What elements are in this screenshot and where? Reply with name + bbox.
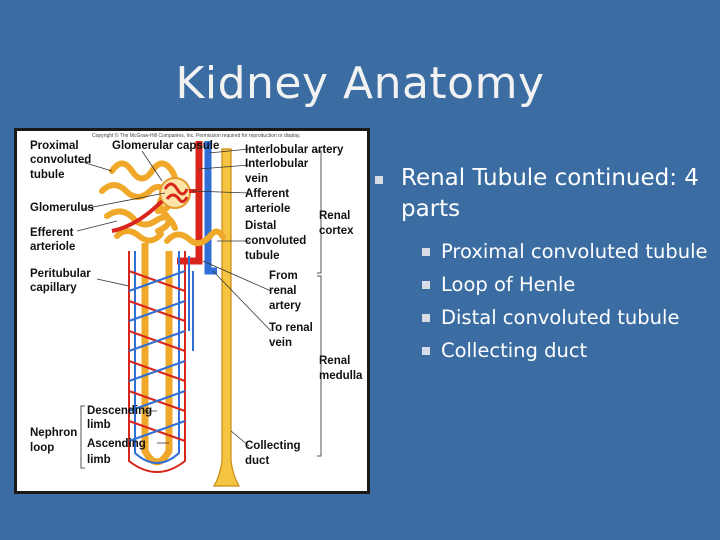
label-distal-3: tubule [245, 250, 280, 262]
diagram-canvas: Copyright © The McGraw-Hill Companies, I… [17, 131, 367, 491]
medulla-bracket [317, 275, 322, 457]
bullet-square-icon [422, 248, 430, 256]
label-descending-2: limb [87, 419, 111, 431]
label-peritubular-1: Peritubular [30, 268, 91, 280]
label-renal-cortex-1: Renal [319, 210, 350, 222]
sub-bullet-item: Collecting duct [373, 336, 713, 365]
label-afferent-2: arteriole [245, 203, 290, 215]
sub-bullet-item: Loop of Henle [373, 270, 713, 299]
label-to-renal-vein-2: vein [269, 337, 292, 349]
label-efferent-2: arteriole [30, 241, 75, 253]
nephron-illustration: Copyright © The McGraw-Hill Companies, I… [30, 132, 363, 487]
label-interlobular-vein-1: Interlobular [245, 158, 309, 170]
efferent-arteriole-shape [111, 199, 164, 233]
distal-convoluted-tubule-shape [164, 228, 226, 247]
collecting-duct-shape [212, 148, 241, 487]
sub-bullet-text: Distal convoluted tubule [441, 306, 680, 329]
sub-bullet-item: Proximal convoluted tubule [373, 237, 713, 266]
label-collecting-duct-1: Collecting [245, 440, 301, 452]
label-glomerular-capsule: Glomerular capsule [112, 140, 219, 152]
bullet-text: Renal Tubule continued: 4 parts [401, 165, 699, 222]
label-efferent-1: Efferent [30, 227, 74, 239]
nephron-loop-shape [141, 243, 173, 466]
sub-bullet-text: Collecting duct [441, 339, 588, 362]
label-from-renal-artery-2: renal [269, 285, 297, 297]
slide-title: Kidney Anatomy [175, 58, 545, 109]
leader-lines [76, 148, 272, 447]
label-distal-1: Distal [245, 220, 276, 232]
proximal-convoluted-tubule-shape [99, 160, 179, 244]
label-glomerulus: Glomerulus [30, 202, 94, 214]
bullet-item: Renal Tubule continued: 4 parts [373, 163, 713, 225]
glomerulus-shape [163, 182, 189, 204]
label-nephron-loop-1: Nephron [30, 427, 77, 439]
sub-bullet-text: Loop of Henle [441, 273, 576, 296]
peritubular-capillary-shape [128, 251, 194, 473]
label-to-renal-vein-1: To renal [269, 322, 313, 334]
label-ascending-1: Ascending [87, 438, 146, 450]
label-interlobular-vein-2: vein [245, 173, 268, 185]
label-distal-2: convoluted [245, 235, 306, 247]
label-renal-medulla-2: medulla [319, 370, 363, 382]
renal-vein-branch [204, 251, 217, 275]
label-ascending-2: limb [87, 454, 111, 466]
label-proximal-1: Proximal [30, 140, 79, 152]
sub-bullet-text: Proximal convoluted tubule [441, 240, 708, 263]
bullet-square-icon [422, 347, 430, 355]
label-proximal-2: convoluted [30, 154, 91, 166]
label-renal-cortex-2: cortex [319, 225, 354, 237]
bullet-square-icon [375, 176, 383, 184]
label-interlobular-artery: Interlobular artery [245, 144, 344, 156]
label-from-renal-artery-3: artery [269, 300, 302, 312]
label-nephron-loop-2: loop [30, 442, 54, 454]
bullet-list: Renal Tubule continued: 4 parts Proximal… [373, 163, 713, 369]
nephron-loop-bracket [80, 405, 85, 469]
label-renal-medulla-1: Renal [319, 355, 350, 367]
label-proximal-3: tubule [30, 169, 65, 181]
bullet-square-icon [422, 314, 430, 322]
sub-bullet-list: Proximal convoluted tubule Loop of Henle… [373, 237, 713, 365]
label-from-renal-artery-1: From [269, 270, 298, 282]
kidney-nephron-diagram: Copyright © The McGraw-Hill Companies, I… [14, 128, 370, 494]
label-descending-1: Descending [87, 405, 152, 417]
label-afferent-1: Afferent [245, 188, 289, 200]
bullet-square-icon [422, 281, 430, 289]
cortex-bracket [317, 150, 322, 274]
copyright-credit: Copyright © The McGraw-Hill Companies, I… [92, 132, 301, 139]
label-collecting-duct-2: duct [245, 455, 269, 467]
label-peritubular-2: capillary [30, 282, 77, 294]
sub-bullet-item: Distal convoluted tubule [373, 303, 713, 332]
